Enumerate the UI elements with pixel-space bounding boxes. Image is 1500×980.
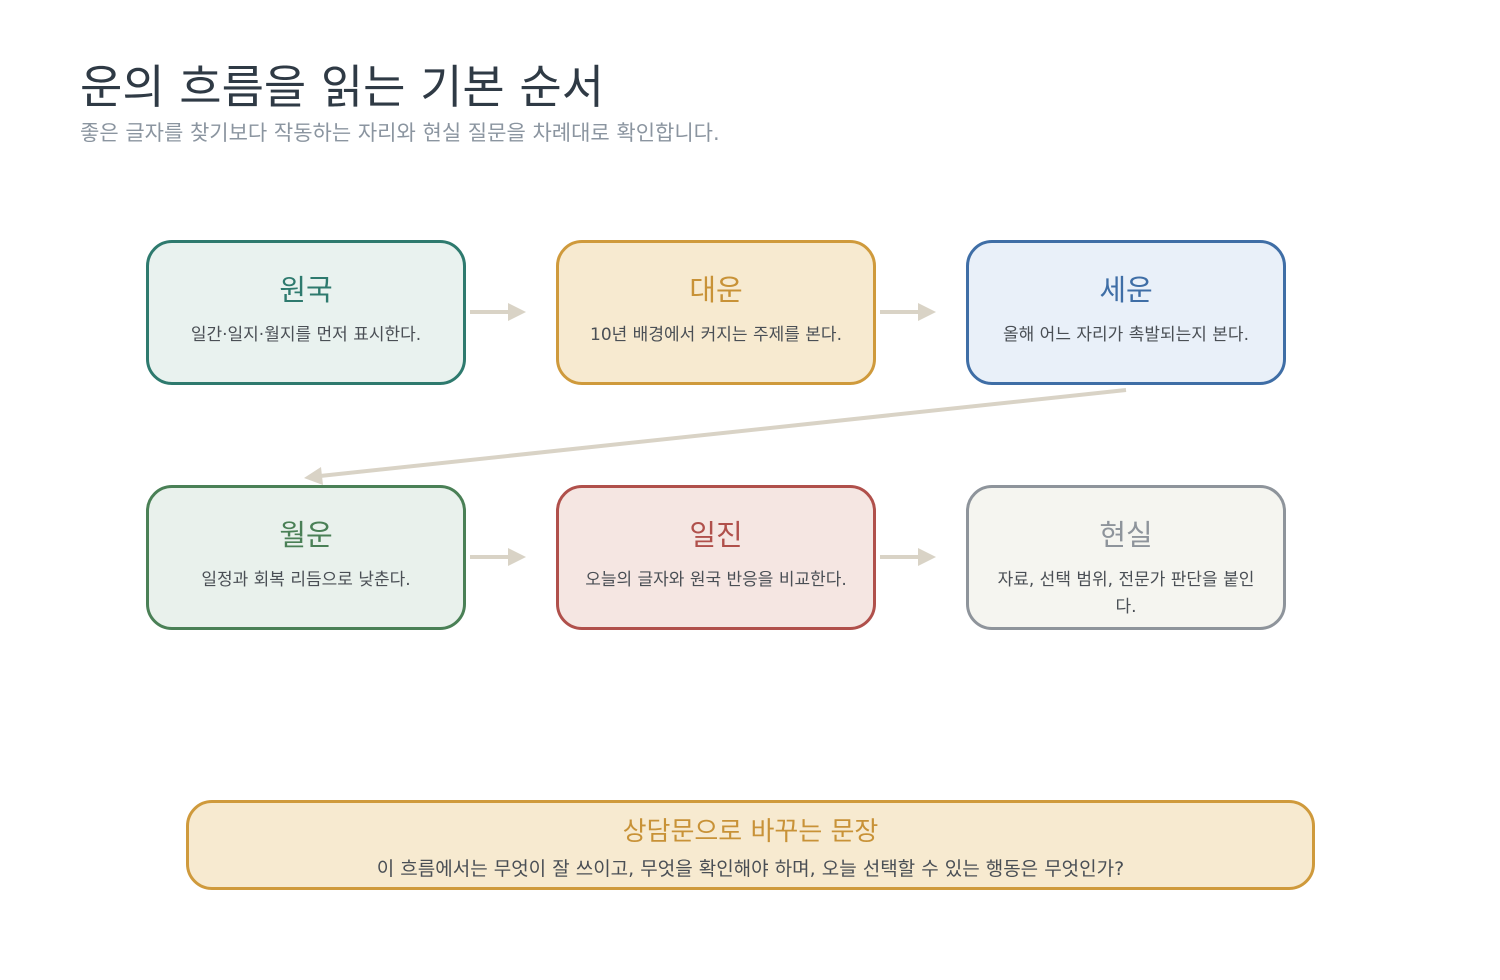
node-title: 대운 [689,273,743,307]
arrow-iljin-to-hyeonsil [880,548,936,566]
node-desc: 10년 배경에서 커지는 주제를 본다. [590,324,842,345]
page-subtitle: 좋은 글자를 찾기보다 작동하는 자리와 현실 질문을 차례대로 확인합니다. [80,121,720,145]
node-title: 일진 [689,518,743,552]
node-title: 세운 [1099,273,1153,307]
node-desc: 오늘의 글자와 원국 반응을 비교한다. [585,569,847,590]
arrow-seun-to-wolun [304,388,1127,485]
arrow-wonguk-to-daeun [470,303,526,321]
node-iljin: 일진 오늘의 글자와 원국 반응을 비교한다. [556,485,876,630]
node-desc: 자료, 선택 범위, 전문가 판단을 붙인다. [997,569,1255,617]
node-hyeonsil: 현실 자료, 선택 범위, 전문가 판단을 붙인다. [966,485,1286,630]
arrow-wolun-to-iljin [470,548,526,566]
arrow-daeun-to-seun [880,303,936,321]
page-title: 운의 흐름을 읽는 기본 순서 [80,60,605,114]
node-title: 월운 [279,518,333,552]
node-desc: 일정과 회복 리듬으로 낮춘다. [201,569,411,590]
node-title: 현실 [1099,518,1153,552]
node-daeun: 대운 10년 배경에서 커지는 주제를 본다. [556,240,876,385]
node-seun: 세운 올해 어느 자리가 촉발되는지 본다. [966,240,1286,385]
node-desc: 올해 어느 자리가 촉발되는지 본다. [1003,324,1249,345]
node-desc: 일간·일지·월지를 먼저 표시한다. [190,324,422,345]
summary-text: 이 흐름에서는 무엇이 잘 쓰이고, 무엇을 확인해야 하며, 오늘 선택할 수… [376,858,1125,881]
node-title: 원국 [279,273,333,307]
summary-title: 상담문으로 바꾸는 문장 [622,817,879,847]
node-wolun: 월운 일정과 회복 리듬으로 낮춘다. [146,485,466,630]
summary-box: 상담문으로 바꾸는 문장 이 흐름에서는 무엇이 잘 쓰이고, 무엇을 확인해야… [186,800,1315,890]
node-wonguk: 원국 일간·일지·월지를 먼저 표시한다. [146,240,466,385]
